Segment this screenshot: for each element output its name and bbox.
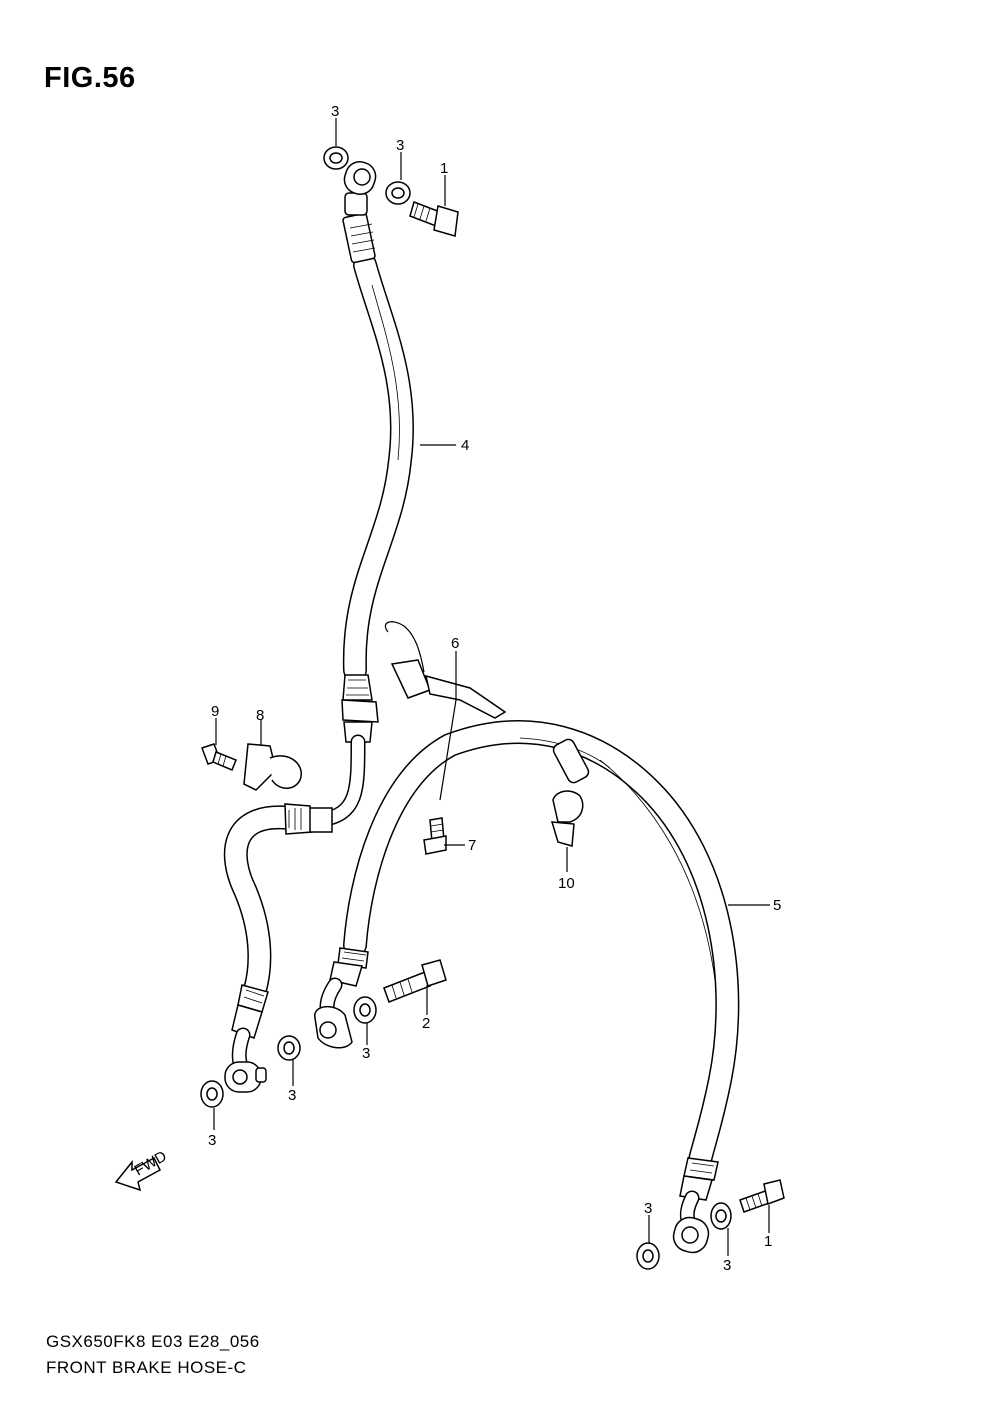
washer-3-mid — [353, 996, 377, 1024]
washer-3-lower — [277, 1035, 301, 1061]
model-code: GSX650FK8 E03 E28_056 — [46, 1332, 260, 1351]
callout-3-right2: 3 — [644, 1200, 652, 1217]
callout-1-top: 1 — [440, 160, 448, 177]
callout-7: 7 — [468, 837, 476, 854]
brake-hose-5 — [314, 720, 740, 1254]
bolt-7 — [423, 817, 447, 855]
callout-1-bottom: 1 — [764, 1233, 772, 1250]
washer-3-right1 — [710, 1202, 732, 1230]
brake-hose-4 — [312, 161, 414, 828]
callout-8: 8 — [256, 707, 264, 724]
washer-3-top — [323, 146, 349, 170]
figure-title: FIG.56 — [44, 62, 136, 94]
callout-3-left: 3 — [208, 1132, 216, 1149]
diagram-name: FRONT BRAKE HOSE-C — [46, 1358, 247, 1377]
brake-hose-lower-left — [223, 803, 333, 1093]
washer-3-right2 — [636, 1242, 660, 1270]
washer-3-left — [200, 1080, 224, 1108]
callout-3-mid: 3 — [362, 1045, 370, 1062]
callout-3-right1: 3 — [723, 1257, 731, 1274]
clamp-8 — [243, 743, 302, 791]
clamp-10 — [550, 790, 584, 847]
union-bolt-2 — [383, 959, 447, 1003]
callout-5: 5 — [773, 897, 781, 914]
washer-3-top2 — [385, 181, 411, 205]
callout-2: 2 — [422, 1015, 430, 1032]
callout-3-top2: 3 — [396, 137, 404, 154]
leader-lines — [213, 118, 770, 1256]
callout-10: 10 — [558, 875, 575, 892]
callout-9: 9 — [211, 703, 219, 720]
callout-3-lower: 3 — [288, 1087, 296, 1104]
fwd-direction-arrow: FWD — [114, 1148, 170, 1192]
union-bolt-1-bottom — [739, 1179, 785, 1213]
union-bolt-1-top — [409, 201, 459, 237]
bolt-9 — [201, 743, 237, 771]
callout-3-top: 3 — [331, 103, 339, 120]
callout-4: 4 — [461, 437, 469, 454]
callout-6: 6 — [451, 635, 459, 652]
bracket-6 — [384, 621, 507, 719]
